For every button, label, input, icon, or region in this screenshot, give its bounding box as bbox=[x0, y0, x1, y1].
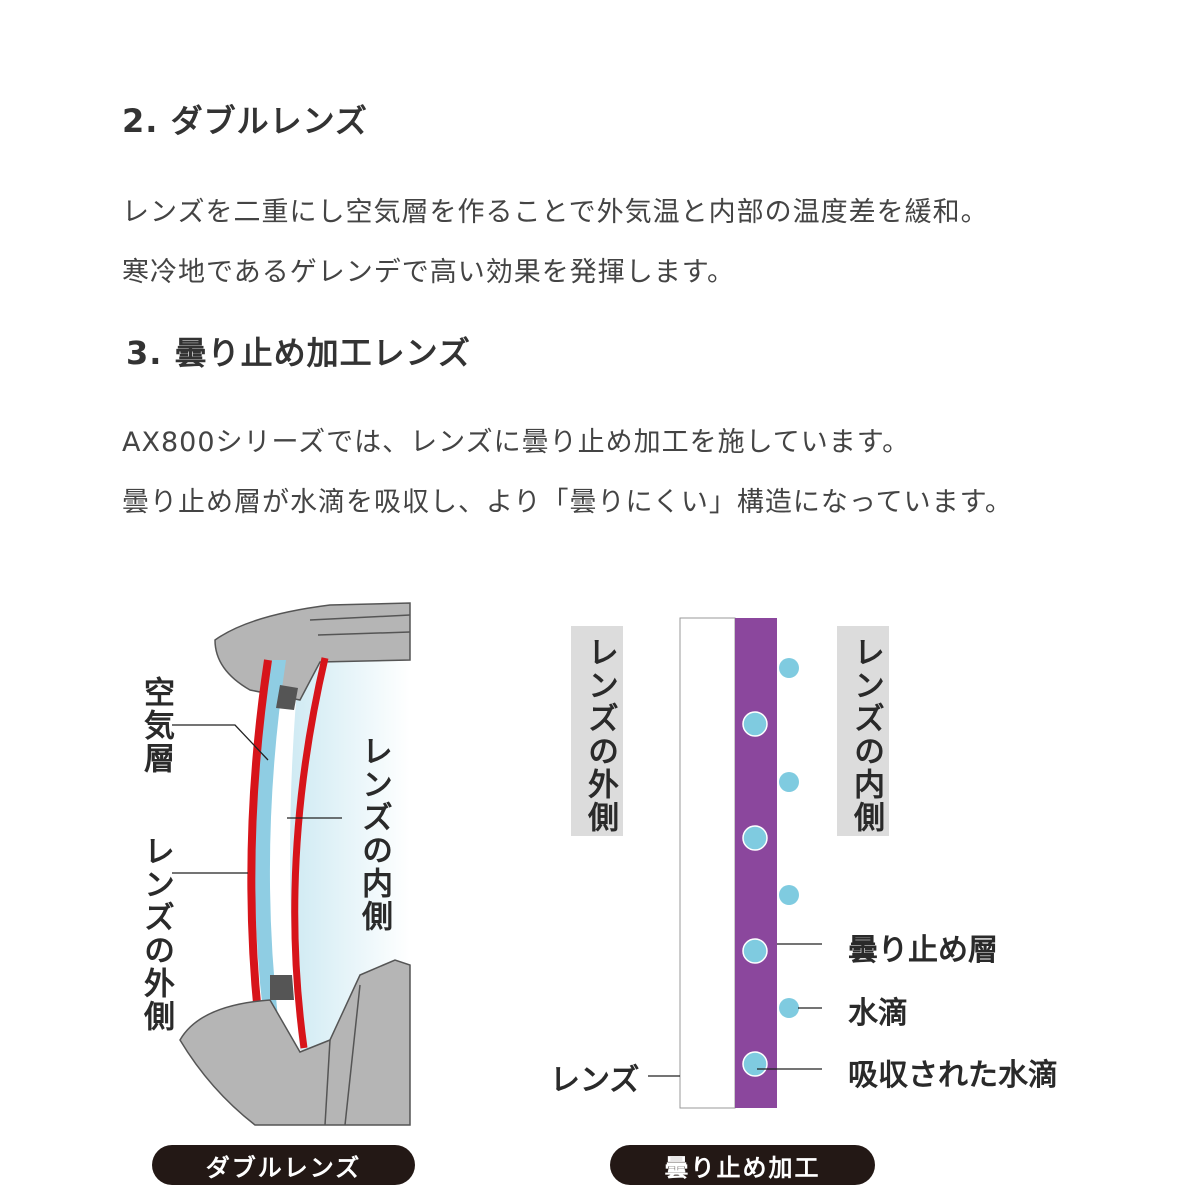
caption-double-lens: ダブルレンズ bbox=[152, 1145, 415, 1185]
label-lens: レンズ bbox=[550, 1063, 640, 1098]
antifog-illustration bbox=[648, 617, 822, 1109]
caption-antifog: 曇り止め加工 bbox=[610, 1145, 875, 1185]
section-3-line-1: AX800シリーズでは、レンズに曇り止め加工を施しています。 bbox=[122, 427, 911, 458]
antifog-label-inner: レンズの内側 bbox=[848, 636, 884, 834]
double-lens-illustration bbox=[172, 602, 411, 1126]
label-droplet: 水滴 bbox=[848, 996, 908, 1031]
section-2-heading: 2. ダブルレンズ bbox=[122, 102, 368, 140]
section-2-line-2: 寒冷地であるゲレンデで高い効果を発揮します。 bbox=[122, 257, 736, 288]
label-lens-outer: レンズの外側 bbox=[138, 835, 174, 1033]
label-antifog-layer: 曇り止め層 bbox=[848, 933, 998, 968]
label-air-layer: 空気層 bbox=[138, 676, 174, 775]
label-absorbed-droplet: 吸収された水滴 bbox=[848, 1058, 1058, 1093]
section-2-line-1: レンズを二重にし空気層を作ることで外気温と内部の温度差を緩和。 bbox=[122, 197, 989, 228]
label-lens-inner: レンズの内側 bbox=[356, 735, 392, 933]
antifog-label-outer: レンズの外側 bbox=[582, 636, 618, 834]
section-3-heading: 3. 曇り止め加工レンズ bbox=[126, 334, 471, 372]
inner-label-box bbox=[837, 626, 889, 836]
section-3-line-2: 曇り止め層が水滴を吸収し、より「曇りにくい」構造になっています。 bbox=[122, 487, 1013, 518]
outer-label-box bbox=[571, 626, 623, 836]
